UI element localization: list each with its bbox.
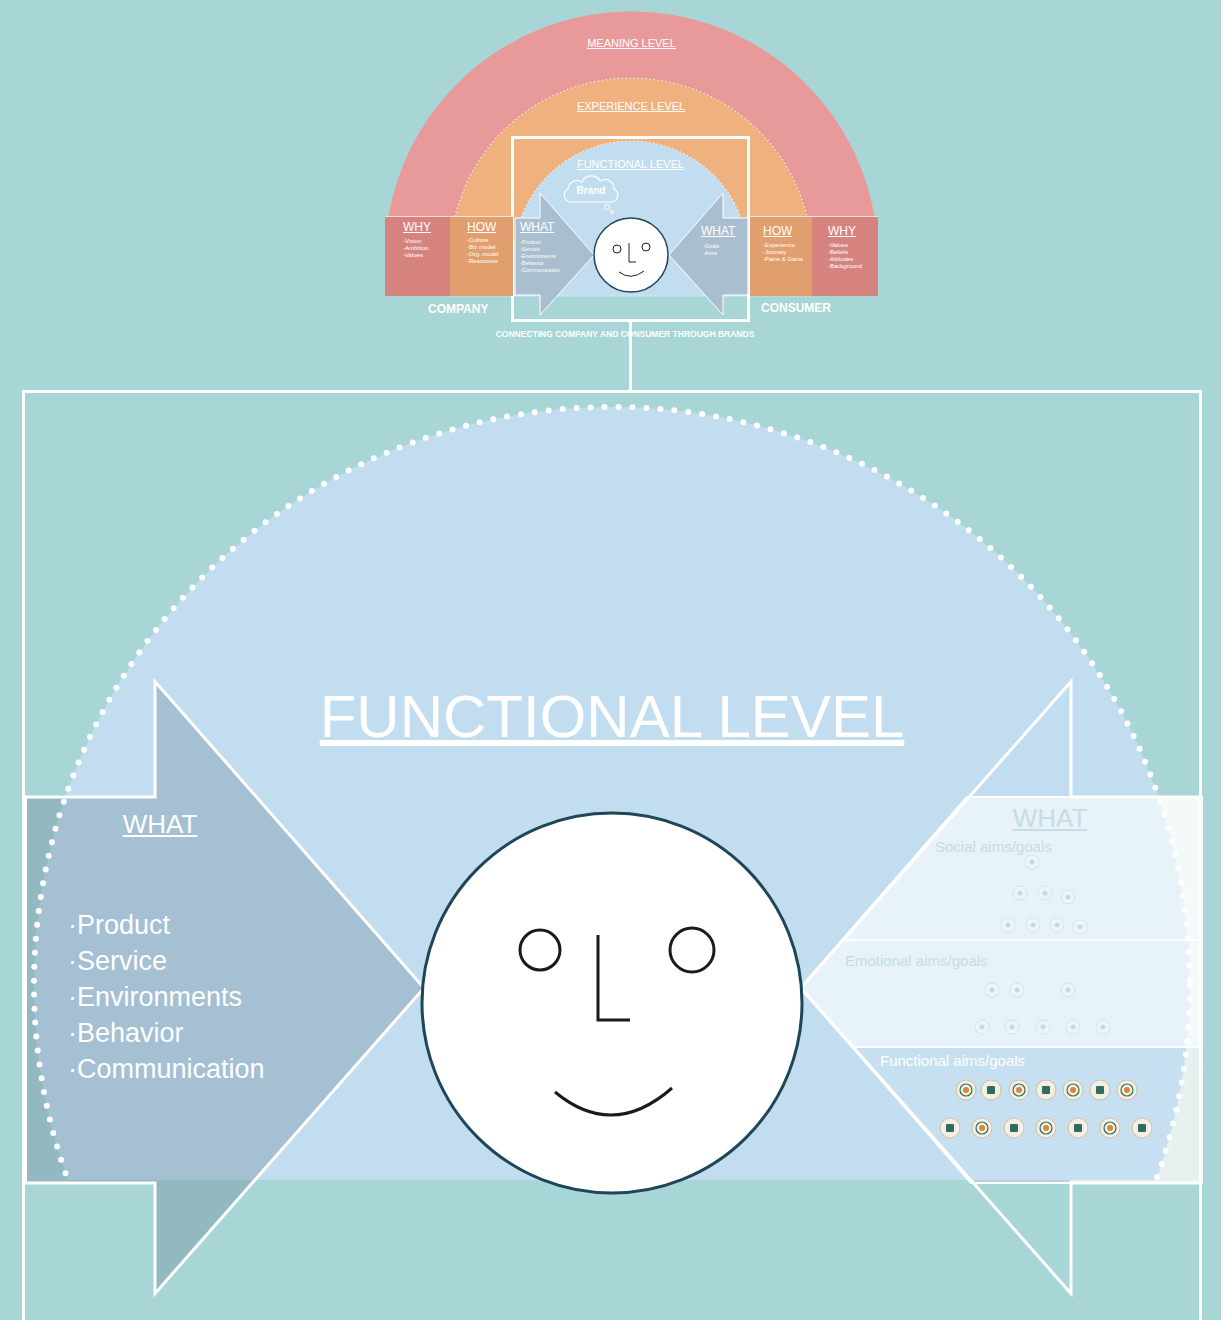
connector-line — [630, 322, 631, 390]
heading: HOW — [763, 225, 792, 239]
list-item: -Values — [828, 242, 848, 249]
list-item: -Service — [520, 246, 540, 252]
list-item: -Pains & Gains — [763, 256, 803, 263]
section-title: Emotional aims/goals — [845, 952, 988, 969]
level-title: FUNCTIONAL LEVEL — [511, 158, 750, 171]
list-item: -Org. model — [467, 251, 499, 258]
heading: WHAT — [520, 221, 554, 235]
how-cell: HOW -Culture-Biz model-Org. model-Resourc… — [450, 216, 513, 296]
list-item: -Environments — [520, 253, 555, 259]
side-label: CONSUMER — [761, 302, 831, 316]
arrow-shape-outline-part — [26, 682, 425, 1294]
arrow-shape-outline-part — [515, 193, 594, 315]
list-item: -Resources — [467, 258, 498, 265]
list-item: -Vision — [403, 238, 421, 245]
section-title: Social aims/goals — [935, 838, 1052, 855]
functional-band: FUNCTIONAL LEVEL BrandWHAT -Product-Servic… — [511, 136, 750, 322]
list-item: -Behavior — [520, 260, 544, 266]
heading: WHY — [828, 225, 856, 239]
level-title: EXPERIENCE LEVEL — [450, 100, 812, 113]
list-item: -Culture — [467, 237, 488, 244]
heading: WHAT — [975, 804, 1125, 834]
thought-cloud-outline-part — [611, 211, 614, 214]
list-item: ·Communication — [68, 1054, 265, 1085]
list-item: -Background — [828, 263, 862, 270]
list-item: -Product — [520, 239, 541, 245]
list-item: ·Product — [68, 910, 170, 941]
thought-cloud: Brand — [560, 178, 622, 214]
list-item: -Experience — [763, 242, 795, 249]
goal-section-outline-part — [842, 797, 1202, 940]
section-title: Functional aims/goals — [880, 1052, 1025, 1069]
list-item: -Journey — [763, 249, 786, 256]
list-item: -Goals — [703, 243, 719, 249]
list-item: ·Service — [68, 946, 167, 977]
list-item: ·Behavior — [68, 1018, 184, 1049]
heading: WHY — [403, 221, 431, 235]
thought-cloud-outline-part — [605, 205, 610, 210]
arrow-shape-outline-part — [669, 193, 748, 315]
goal-section-outline-part — [800, 940, 1202, 1047]
arrow-shape: WHAT -Goals-Aims — [668, 193, 748, 315]
meaning-band: MEANING LEVEL EXPERIENCE LEVEL FUNCTIONAL … — [385, 12, 878, 296]
goal-section-outline-part — [852, 1047, 1202, 1183]
list-item: -Beliefs — [828, 249, 848, 256]
side-label: COMPANY — [428, 303, 488, 317]
experience-band-outline-part — [450, 78, 812, 296]
list-item: -Communication — [520, 267, 560, 273]
why-cell: WHY -Vision-Ambition-Values — [385, 216, 450, 296]
list-item: ·Environments — [68, 982, 242, 1013]
caption: CONNECTING COMPANY AND CONSUMER THROUGH … — [425, 330, 825, 340]
list-item: -Attitudes — [828, 256, 853, 263]
heading: WHAT — [701, 225, 735, 239]
zoom-panel: FUNCTIONAL LEVEL WHAT ·Product ·Service ·Env… — [22, 390, 1202, 1320]
level-title: MEANING LEVEL — [385, 37, 878, 50]
goal-section: Emotional aims/goals — [800, 940, 1202, 1047]
list-item: -Values — [403, 252, 423, 259]
how-cell: HOW -Experience-Journey-Pains & Gains — [750, 216, 812, 296]
arrow-shape: WHAT -Product-Service-Environments-Behavi… — [515, 193, 595, 315]
experience-band: EXPERIENCE LEVEL FUNCTIONAL LEVEL BrandWHA… — [450, 78, 812, 296]
list-item: -Ambition — [403, 245, 428, 252]
why-cell: WHY -Values-Beliefs-Attitudes-Background — [812, 216, 878, 296]
brand-label: Brand — [560, 185, 622, 197]
meaning-band-outline-part — [385, 11, 878, 296]
list-item: -Biz model — [467, 244, 495, 251]
heading: HOW — [467, 221, 496, 235]
connector-stroke — [629, 322, 632, 390]
list-item: -Aims — [703, 250, 717, 256]
arrow-shape: WHAT Social aims/goalsEmotional aims/goal… — [800, 680, 1202, 1295]
heading: WHAT — [85, 810, 235, 840]
goal-section: Functional aims/goals — [852, 1047, 1202, 1183]
level-title: FUNCTIONAL LEVEL — [22, 682, 1202, 751]
arrow-shape: WHAT ·Product ·Service ·Environments ·Behavi… — [24, 680, 425, 1295]
